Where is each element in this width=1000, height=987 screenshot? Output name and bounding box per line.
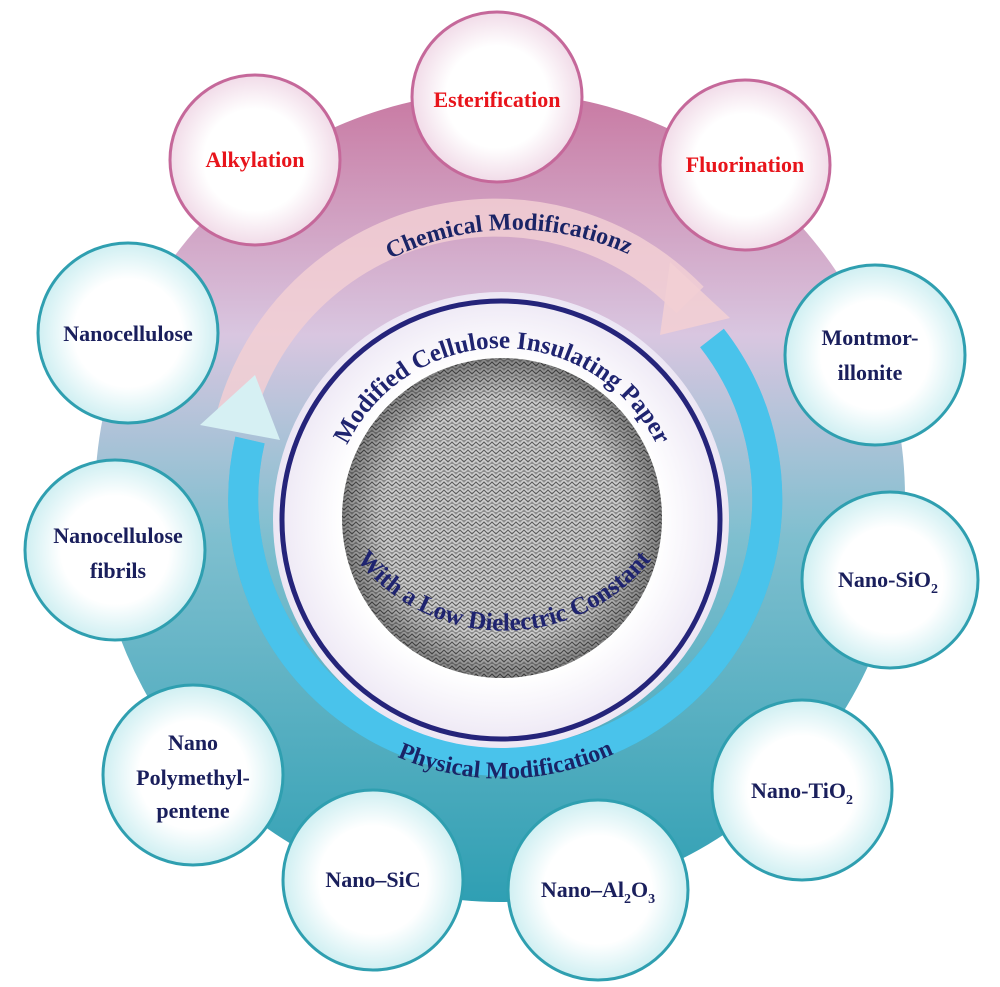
bubble-alkylation: Alkylation (168, 73, 342, 247)
svg-text:Nano: Nano (168, 730, 218, 755)
physical-arrow (228, 328, 783, 776)
chemical-arrow (213, 198, 704, 435)
svg-text:Nano–SiC: Nano–SiC (325, 867, 420, 892)
svg-text:Fluorination: Fluorination (686, 152, 805, 177)
svg-text:Nano–Al2O3: Nano–Al2O3 (541, 877, 655, 907)
svg-text:Esterification: Esterification (433, 87, 560, 112)
bubble-nano-sic: Nano–SiC (281, 788, 465, 972)
svg-text:Nano-TiO2: Nano-TiO2 (751, 778, 853, 808)
svg-text:pentene: pentene (156, 798, 230, 823)
physical-arrowhead (200, 375, 280, 440)
svg-text:Polymethyl-: Polymethyl- (136, 765, 250, 790)
bubble-nano-sio2: Nano-SiO2 (800, 490, 980, 670)
bubble-nanocellulose-fibrils: Nanocellulose fibrils (23, 458, 207, 642)
center-ring (279, 298, 723, 742)
svg-text:Nano-SiO2: Nano-SiO2 (838, 567, 938, 597)
svg-text:fibrils: fibrils (90, 558, 147, 583)
bubble-esterification: Esterification (410, 10, 584, 184)
bubble-nanocellulose: Nanocellulose (36, 241, 220, 425)
chemical-arrowhead (660, 262, 730, 335)
svg-text:Montmor-: Montmor- (822, 325, 919, 350)
bubble-fluorination: Fluorination (658, 78, 832, 252)
svg-text:illonite: illonite (838, 360, 903, 385)
bubble-nano-polymethylpentene: Nano Polymethyl- pentene (101, 683, 285, 867)
bubble-nano-tio2: Nano-TiO2 (710, 698, 894, 882)
bubble-montmorillonite: Montmor- illonite (783, 263, 967, 447)
svg-text:Nanocellulose: Nanocellulose (53, 523, 183, 548)
svg-text:Nanocellulose: Nanocellulose (63, 321, 193, 346)
svg-text:Alkylation: Alkylation (205, 147, 304, 172)
bubble-nano-al2o3: Nano–Al2O3 (506, 798, 690, 982)
